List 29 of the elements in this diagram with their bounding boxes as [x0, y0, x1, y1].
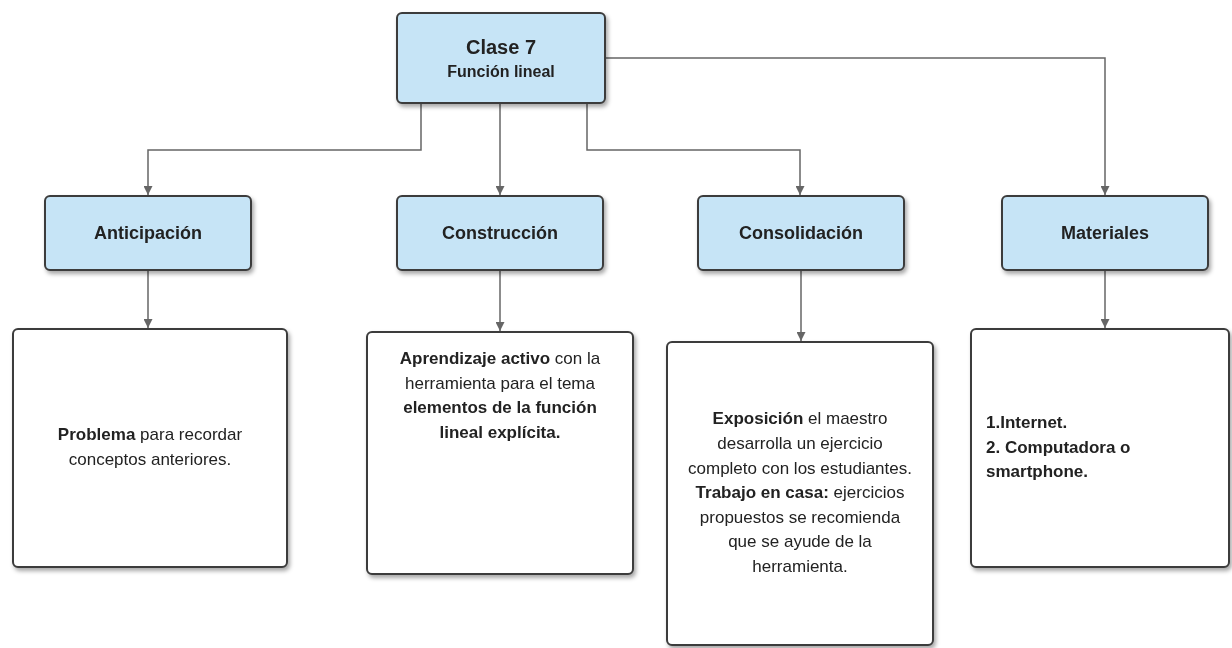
- topic-box: [44, 195, 252, 271]
- topic-label: Materiales: [1060, 221, 1150, 245]
- topic-label: Construcción: [442, 221, 558, 245]
- topic-box: [1001, 195, 1209, 271]
- description-text: Trabajo en casa: ejercicios propuestos se recomienda que se ayude de la herramienta.: [694, 482, 906, 579]
- topic-box: [697, 195, 905, 271]
- content-box: [666, 341, 934, 646]
- description-text: Exposición el maestro desarrolla un ejercicio completo con los estudiantes.: [687, 408, 913, 480]
- content-box: [970, 328, 1230, 568]
- connector-arrow: [1100, 270, 1110, 329]
- connector-arrow: [796, 270, 806, 342]
- content-box: [12, 328, 288, 568]
- description-text: Problema para recordar conceptos anteriores.: [56, 424, 244, 471]
- connector-arrow: [495, 270, 505, 332]
- list-item: 2. Computadora o smartphone.: [986, 436, 1132, 484]
- connector-arrow: [143, 103, 422, 196]
- description-text: Aprendizaje activo con la herramienta para el tema elementos de la función lineal explícita.: [398, 348, 602, 444]
- connector-arrow: [605, 57, 1110, 196]
- node-title: Clase 7: [465, 34, 537, 60]
- connector-arrow: [495, 103, 505, 196]
- node-subtitle: Función lineal: [447, 61, 555, 82]
- connector-arrow: [586, 103, 805, 196]
- topic-label: Anticipación: [94, 221, 202, 245]
- connector-arrow: [143, 270, 153, 329]
- topic-box: [396, 195, 604, 271]
- topic-label: Consolidación: [739, 221, 863, 245]
- topic-box: [396, 12, 606, 104]
- content-box: [366, 331, 634, 575]
- list-item: 1.Internet.: [986, 412, 1068, 435]
